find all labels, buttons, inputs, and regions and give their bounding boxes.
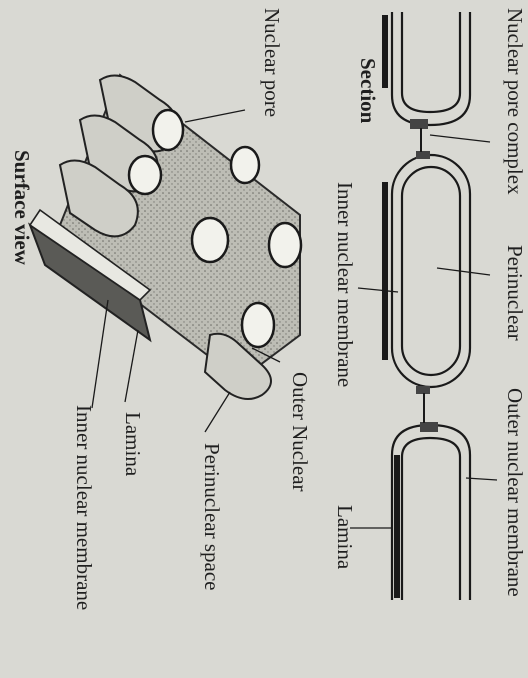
pore-4 — [192, 218, 228, 262]
label-perinuclear: Perinuclear — [504, 245, 525, 341]
surface-title: Surface view — [11, 150, 32, 265]
pore-2 — [231, 147, 259, 183]
pore-1 — [153, 110, 183, 150]
label-nuclear-pore-complex: Nuclear pore complex — [504, 8, 525, 195]
leader-perinuclear-space — [205, 392, 230, 432]
pore-3 — [129, 156, 161, 194]
section-membrane-bottom — [392, 425, 470, 600]
leader-nuclear-pore — [185, 110, 245, 122]
surface-diagram — [30, 75, 301, 432]
label-perinuclear-space: Perinuclear space — [201, 443, 222, 591]
section-title: Section — [357, 58, 378, 123]
label-inner-nuclear-membrane: Inner nuclear membrane — [334, 182, 355, 387]
pore-complex-1 — [410, 119, 430, 159]
label-nuclear-pore: Nuclear pore — [261, 8, 282, 117]
label-lamina: Lamina — [334, 505, 355, 569]
label-lamina-surface: Lamina — [122, 412, 143, 476]
leader-pore-complex — [430, 135, 490, 142]
leader-inner-surface — [92, 300, 108, 408]
pore-5 — [269, 223, 301, 267]
label-outer-nuclear: Outer Nuclear — [289, 372, 310, 492]
section-membrane-top — [392, 12, 470, 125]
label-inner-nuclear-membrane-surface: Inner nuclear membrane — [73, 405, 94, 610]
leader-lamina-surface — [125, 330, 138, 402]
leader-perinuclear — [437, 268, 490, 275]
pore-6 — [242, 303, 274, 347]
label-outer-nuclear-membrane: Outer nuclear membrane — [504, 388, 525, 597]
